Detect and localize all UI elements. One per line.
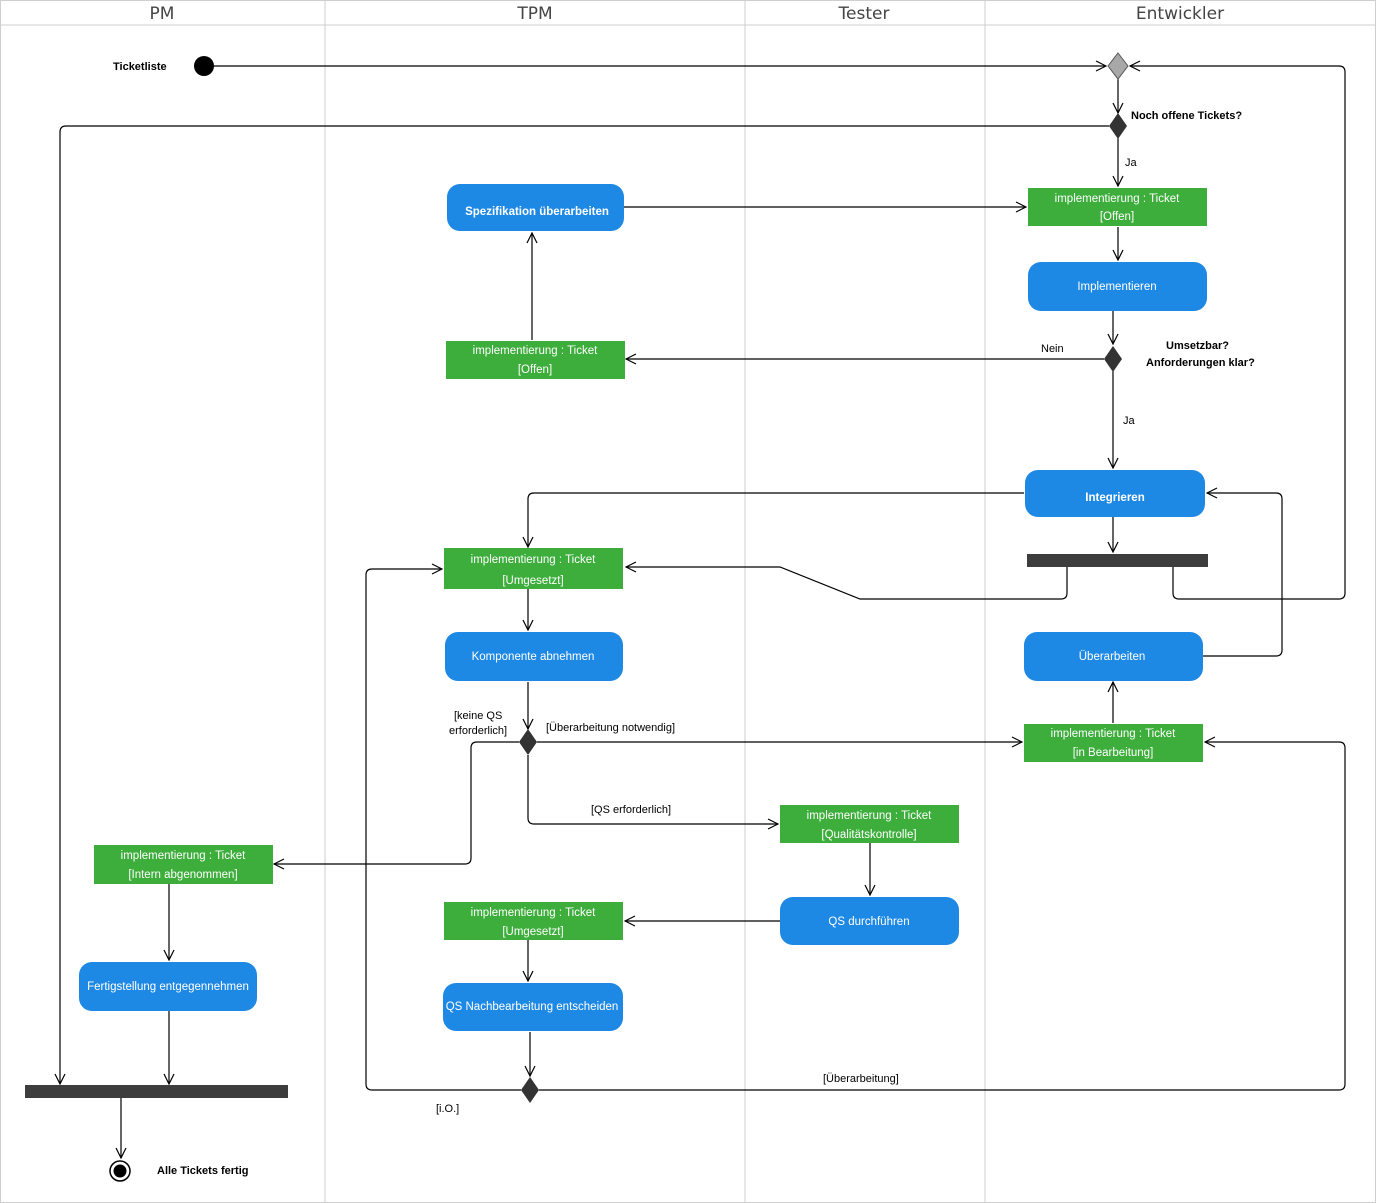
label-umsetzbar-1: Umsetzbar? <box>1166 340 1229 352</box>
object-dev-bearbeitung-line2: [in Bearbeitung] <box>1073 747 1154 759</box>
control-nodes: Ticketliste Alle Tickets fertig <box>25 52 1208 1182</box>
lane-title-entwickler: Entwickler <box>1136 4 1224 24</box>
activities: Spezifikation überarbeiten Implementiere… <box>79 184 1207 1031</box>
activity-spezifikation-label: Spezifikation überarbeiten <box>465 206 609 218</box>
object-tpm-umgesetzt-1: implementierung : Ticket [Umgesetzt] <box>444 548 623 589</box>
activity-integrieren: Integrieren <box>1025 470 1205 517</box>
label-umsetzbar-2: Anforderungen klar? <box>1146 357 1255 369</box>
object-dev-offen: implementierung : Ticket [Offen] <box>1028 188 1207 226</box>
fork-bar <box>1027 554 1208 567</box>
merge-node <box>1107 52 1129 80</box>
object-dev-offen-line2: [Offen] <box>1100 211 1134 223</box>
object-tester-qualitaetskontrolle: implementierung : Ticket [Qualitätskontr… <box>780 805 959 843</box>
object-nodes: implementierung : Ticket [Offen] impleme… <box>94 188 1207 940</box>
flow-no-tickets-to-join <box>60 125 1109 1084</box>
lane-title-tpm: TPM <box>516 4 552 24</box>
lane-title-tester: Tester <box>838 4 890 24</box>
object-tpm-umgesetzt-2-line1: implementierung : Ticket <box>471 907 596 919</box>
activity-spezifikation-ueberarbeiten: Spezifikation überarbeiten <box>447 184 624 231</box>
activity-komponente-label: Komponente abnehmen <box>472 651 595 663</box>
label-ja-1: Ja <box>1125 157 1138 169</box>
flow-fork-to-umgesetzt <box>626 567 1068 600</box>
label-ueberarbeitung: [Überarbeitung] <box>823 1073 899 1085</box>
object-tpm-offen-line1: implementierung : Ticket <box>473 345 598 357</box>
object-tester-qk-line1: implementierung : Ticket <box>807 810 932 822</box>
edge-labels: Noch offene Tickets? Ja Nein Umsetzbar? … <box>436 110 1255 1115</box>
object-tpm-umgesetzt-2: implementierung : Ticket [Umgesetzt] <box>444 902 623 940</box>
object-dev-bearbeitung-line1: implementierung : Ticket <box>1051 728 1176 740</box>
activity-fertigstellung: Fertigstellung entgegennehmen <box>79 962 257 1011</box>
decision-umsetzbar <box>1104 346 1122 372</box>
start-label: Ticketliste <box>113 61 167 73</box>
label-ueberarbeitung-notwendig: [Überarbeitung notwendig] <box>546 722 675 734</box>
flow-decision-to-intern <box>274 741 519 864</box>
activity-qs-durchfuehren: QS durchführen <box>780 897 959 945</box>
label-keine-qs-1: [keine QS <box>454 710 502 722</box>
decision-open-tickets <box>1109 113 1127 139</box>
object-tpm-offen: implementierung : Ticket [Offen] <box>446 341 625 379</box>
object-tpm-umgesetzt-2-line2: [Umgesetzt] <box>502 926 563 938</box>
activity-implementieren-label: Implementieren <box>1077 281 1156 293</box>
flows <box>60 66 1346 1158</box>
activity-qs-nachbearbeitung-label: QS Nachbearbeitung entscheiden <box>446 1001 619 1013</box>
activity-ueberarbeiten: Überarbeiten <box>1024 632 1203 681</box>
activity-implementieren: Implementieren <box>1028 262 1207 311</box>
activity-integrieren-label: Integrieren <box>1085 492 1144 504</box>
object-tpm-offen-line2: [Offen] <box>518 364 552 376</box>
object-dev-offen-line1: implementierung : Ticket <box>1055 193 1180 205</box>
object-dev-in-bearbeitung: implementierung : Ticket [in Bearbeitung… <box>1024 724 1203 762</box>
decision-abnahme <box>519 729 537 755</box>
decision-qs-nachbearbeitung <box>521 1077 539 1103</box>
activity-qs-nachbearbeitung: QS Nachbearbeitung entscheiden <box>443 983 623 1031</box>
activity-fertigstellung-label: Fertigstellung entgegennehmen <box>87 981 249 993</box>
activity-qs-durchfuehren-label: QS durchführen <box>828 916 909 928</box>
end-label: Alle Tickets fertig <box>157 1165 249 1177</box>
label-nein: Nein <box>1041 343 1064 355</box>
object-pm-intern-abgenommen: implementierung : Ticket [Intern abgenom… <box>94 845 273 884</box>
activity-ueberarbeiten-label: Überarbeiten <box>1079 651 1145 663</box>
label-noch-offene: Noch offene Tickets? <box>1131 110 1242 122</box>
initial-node <box>194 56 214 76</box>
flow-ueberarbeitung-to-bearbeitung <box>539 742 1346 1091</box>
final-node-inner <box>113 1164 127 1178</box>
object-pm-intern-line2: [Intern abgenommen] <box>128 869 237 881</box>
label-ja-2: Ja <box>1123 415 1136 427</box>
join-bar <box>25 1085 288 1098</box>
object-tester-qk-line2: [Qualitätskontrolle] <box>821 829 916 841</box>
object-tpm-umgesetzt-1-line1: implementierung : Ticket <box>471 554 596 566</box>
flow-io-to-umgesetzt <box>365 569 521 1091</box>
flow-ueberarbeiten-to-integrieren <box>1203 493 1283 657</box>
label-io: [i.O.] <box>436 1103 459 1115</box>
flow-fork-to-merge <box>1130 66 1346 600</box>
flow-integrieren-to-umgesetzt <box>528 492 1024 547</box>
lane-title-pm: PM <box>150 4 175 24</box>
flow-decision-to-qk <box>527 755 778 824</box>
object-tpm-umgesetzt-1-line2: [Umgesetzt] <box>502 575 563 587</box>
activity-komponente-abnehmen: Komponente abnehmen <box>445 632 623 681</box>
label-qs-erforderlich: [QS erforderlich] <box>591 804 671 816</box>
object-pm-intern-line1: implementierung : Ticket <box>121 850 246 862</box>
label-keine-qs-2: erforderlich] <box>449 725 507 737</box>
